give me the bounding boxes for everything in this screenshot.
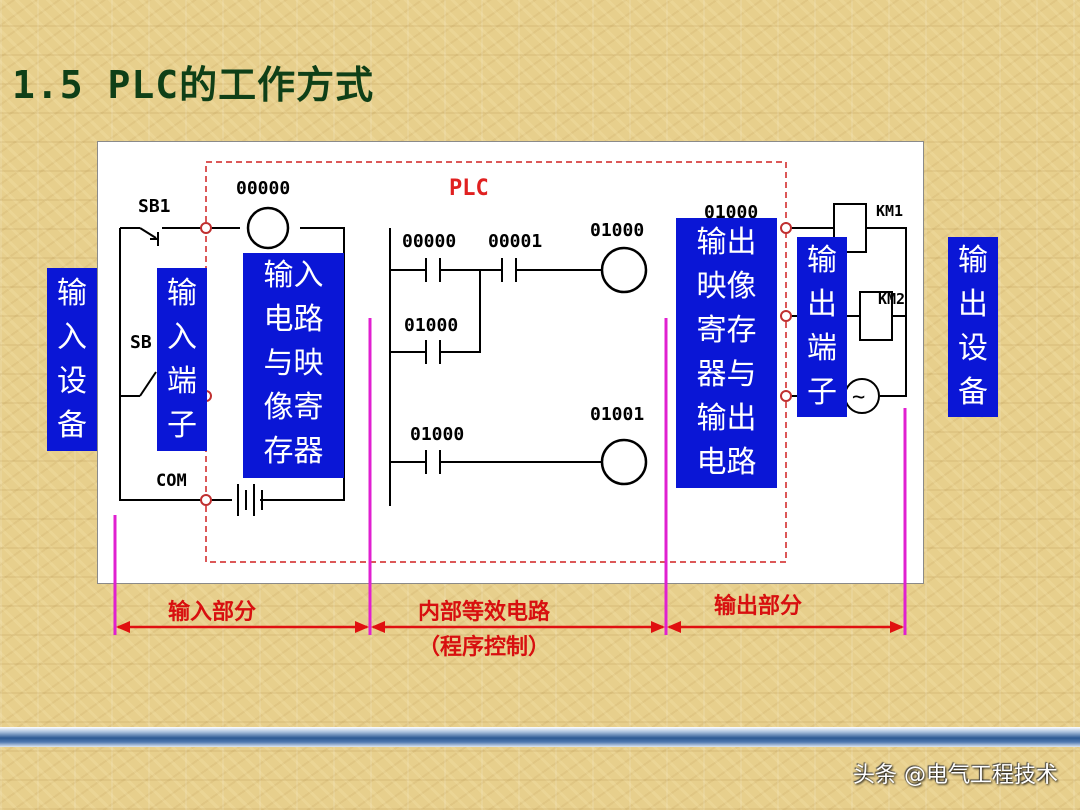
output-circuit-box: 输出 映像 寄存 器与 输出 电路: [676, 218, 777, 488]
section-label-internal: 内部等效电路: [418, 600, 551, 625]
page-title: 1.5 PLC的工作方式: [12, 63, 375, 107]
input-device-box: 输 入 设 备: [47, 268, 97, 451]
label-plc: PLC: [449, 176, 489, 201]
label-sb1: SB1: [138, 196, 171, 217]
ladder-program: [389, 228, 602, 506]
output-device-box: 输 出 设 备: [948, 237, 998, 417]
label-sb2: SB: [130, 332, 152, 353]
footer-band: [0, 727, 1080, 747]
label-contact-00000: 00000: [402, 231, 456, 252]
label-ac: ~: [852, 385, 865, 410]
label-km2: KM2: [878, 290, 905, 308]
coil-01001: [600, 438, 648, 486]
label-input-coil: 00000: [236, 178, 290, 199]
label-com: COM: [156, 471, 187, 491]
input-terminal-box: 输 入 端 子: [157, 268, 207, 451]
label-contact-01000-b: 01000: [410, 424, 464, 445]
section-dividers: [113, 318, 907, 635]
label-output-terminal: 01000: [704, 202, 758, 223]
section-arrows: [116, 621, 904, 633]
label-km1: KM1: [876, 202, 903, 220]
input-circuit-box: 输入 电路 与映 像寄 存器: [243, 253, 344, 478]
plc-wiring-diagram: SB1 SB COM 00000 00000 00001 01000 01000…: [113, 161, 907, 635]
watermark: 头条 @电气工程技术: [853, 763, 1058, 788]
coil-01000: [600, 246, 648, 294]
output-terminals: [780, 222, 792, 402]
label-contact-00001: 00001: [488, 231, 542, 252]
section-label-input: 输入部分: [168, 600, 257, 625]
label-coil-01000: 01000: [590, 220, 644, 241]
output-terminal-box: 输 出 端 子: [797, 237, 847, 417]
label-contact-01000-a: 01000: [404, 315, 458, 336]
section-label-internal-sub: （程序控制）: [418, 635, 551, 660]
label-coil-01001: 01001: [590, 404, 644, 425]
input-coil-00000: [246, 206, 290, 250]
section-label-output: 输出部分: [714, 594, 803, 619]
